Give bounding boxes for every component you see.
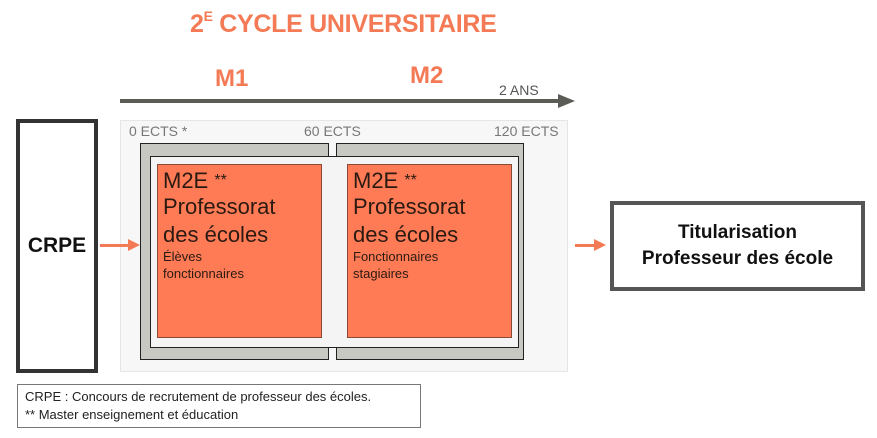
title-superscript: E bbox=[203, 8, 213, 24]
duration-label: 2 ANS bbox=[499, 82, 539, 98]
legend-box: CRPE : Concours de recrutement de profes… bbox=[17, 384, 421, 428]
ects-start-label: 0 ECTS * bbox=[129, 123, 188, 139]
titularisation-box: Titularisation Professeur des école bbox=[610, 201, 865, 291]
ects-mid-label: 60 ECTS bbox=[304, 123, 361, 139]
timeline-arrow-shaft bbox=[120, 99, 560, 103]
card-status-2: fonctionnaires bbox=[163, 266, 244, 281]
card-line-2: Professorat bbox=[353, 194, 466, 219]
title-number: 2 bbox=[190, 10, 204, 38]
m2-label: M2 bbox=[410, 62, 444, 89]
m2-program-card: M2E ** Professorat des écoles Fonctionna… bbox=[347, 164, 512, 338]
card-footnote-stars: ** bbox=[404, 172, 417, 189]
card-line-2: Professorat bbox=[163, 194, 276, 219]
crpe-box: CRPE bbox=[16, 119, 98, 373]
outcome-arrow-head-icon bbox=[594, 239, 606, 251]
legend-m2e-definition: ** Master enseignement et éducation bbox=[25, 407, 239, 422]
outcome-arrow-shaft bbox=[575, 244, 595, 247]
crpe-label: CRPE bbox=[27, 234, 87, 257]
card-title: M2E bbox=[163, 168, 209, 193]
m1-program-card: M2E ** Professorat des écoles Élèves fon… bbox=[157, 164, 322, 338]
card-title: M2E bbox=[353, 168, 399, 193]
card-line-3: des écoles bbox=[353, 222, 459, 247]
legend-crpe-definition: CRPE : Concours de recrutement de profes… bbox=[25, 389, 372, 404]
card-status-1: Fonctionnaires bbox=[353, 249, 439, 264]
crpe-arrow-shaft bbox=[100, 244, 130, 247]
card-line-3: des écoles bbox=[163, 222, 269, 247]
crpe-arrow-head-icon bbox=[128, 239, 140, 251]
timeline-arrow-head-icon bbox=[558, 94, 575, 108]
card-status-1: Élèves bbox=[163, 249, 203, 264]
diagram-title: 2E CYCLE UNIVERSITAIRE bbox=[190, 8, 497, 39]
title-text: CYCLE UNIVERSITAIRE bbox=[212, 10, 497, 38]
outcome-line-2: Professeur des école bbox=[641, 248, 834, 269]
card-status-2: stagiaires bbox=[353, 266, 409, 281]
m1-label: M1 bbox=[215, 65, 249, 92]
card-footnote-stars: ** bbox=[214, 172, 227, 189]
outcome-line-1: Titularisation bbox=[678, 222, 797, 243]
ects-end-label: 120 ECTS bbox=[494, 123, 559, 139]
